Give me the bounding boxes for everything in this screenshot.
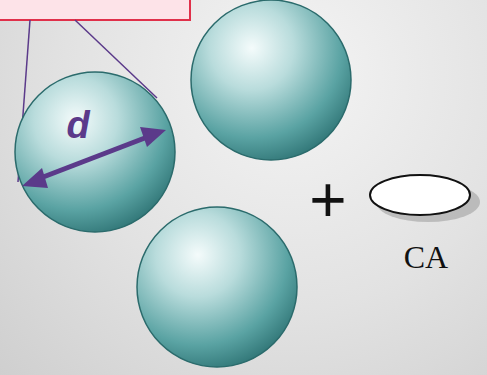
particle-sphere xyxy=(191,0,351,160)
plus-sign: + xyxy=(309,163,346,237)
callout-box xyxy=(0,0,190,20)
ca-ellipse xyxy=(370,175,470,215)
particle-sphere xyxy=(15,72,175,232)
ca-label: CA xyxy=(404,239,448,276)
particle-sphere xyxy=(137,207,297,367)
dimension-label: d xyxy=(66,104,89,147)
diameter-arrow xyxy=(22,127,166,188)
